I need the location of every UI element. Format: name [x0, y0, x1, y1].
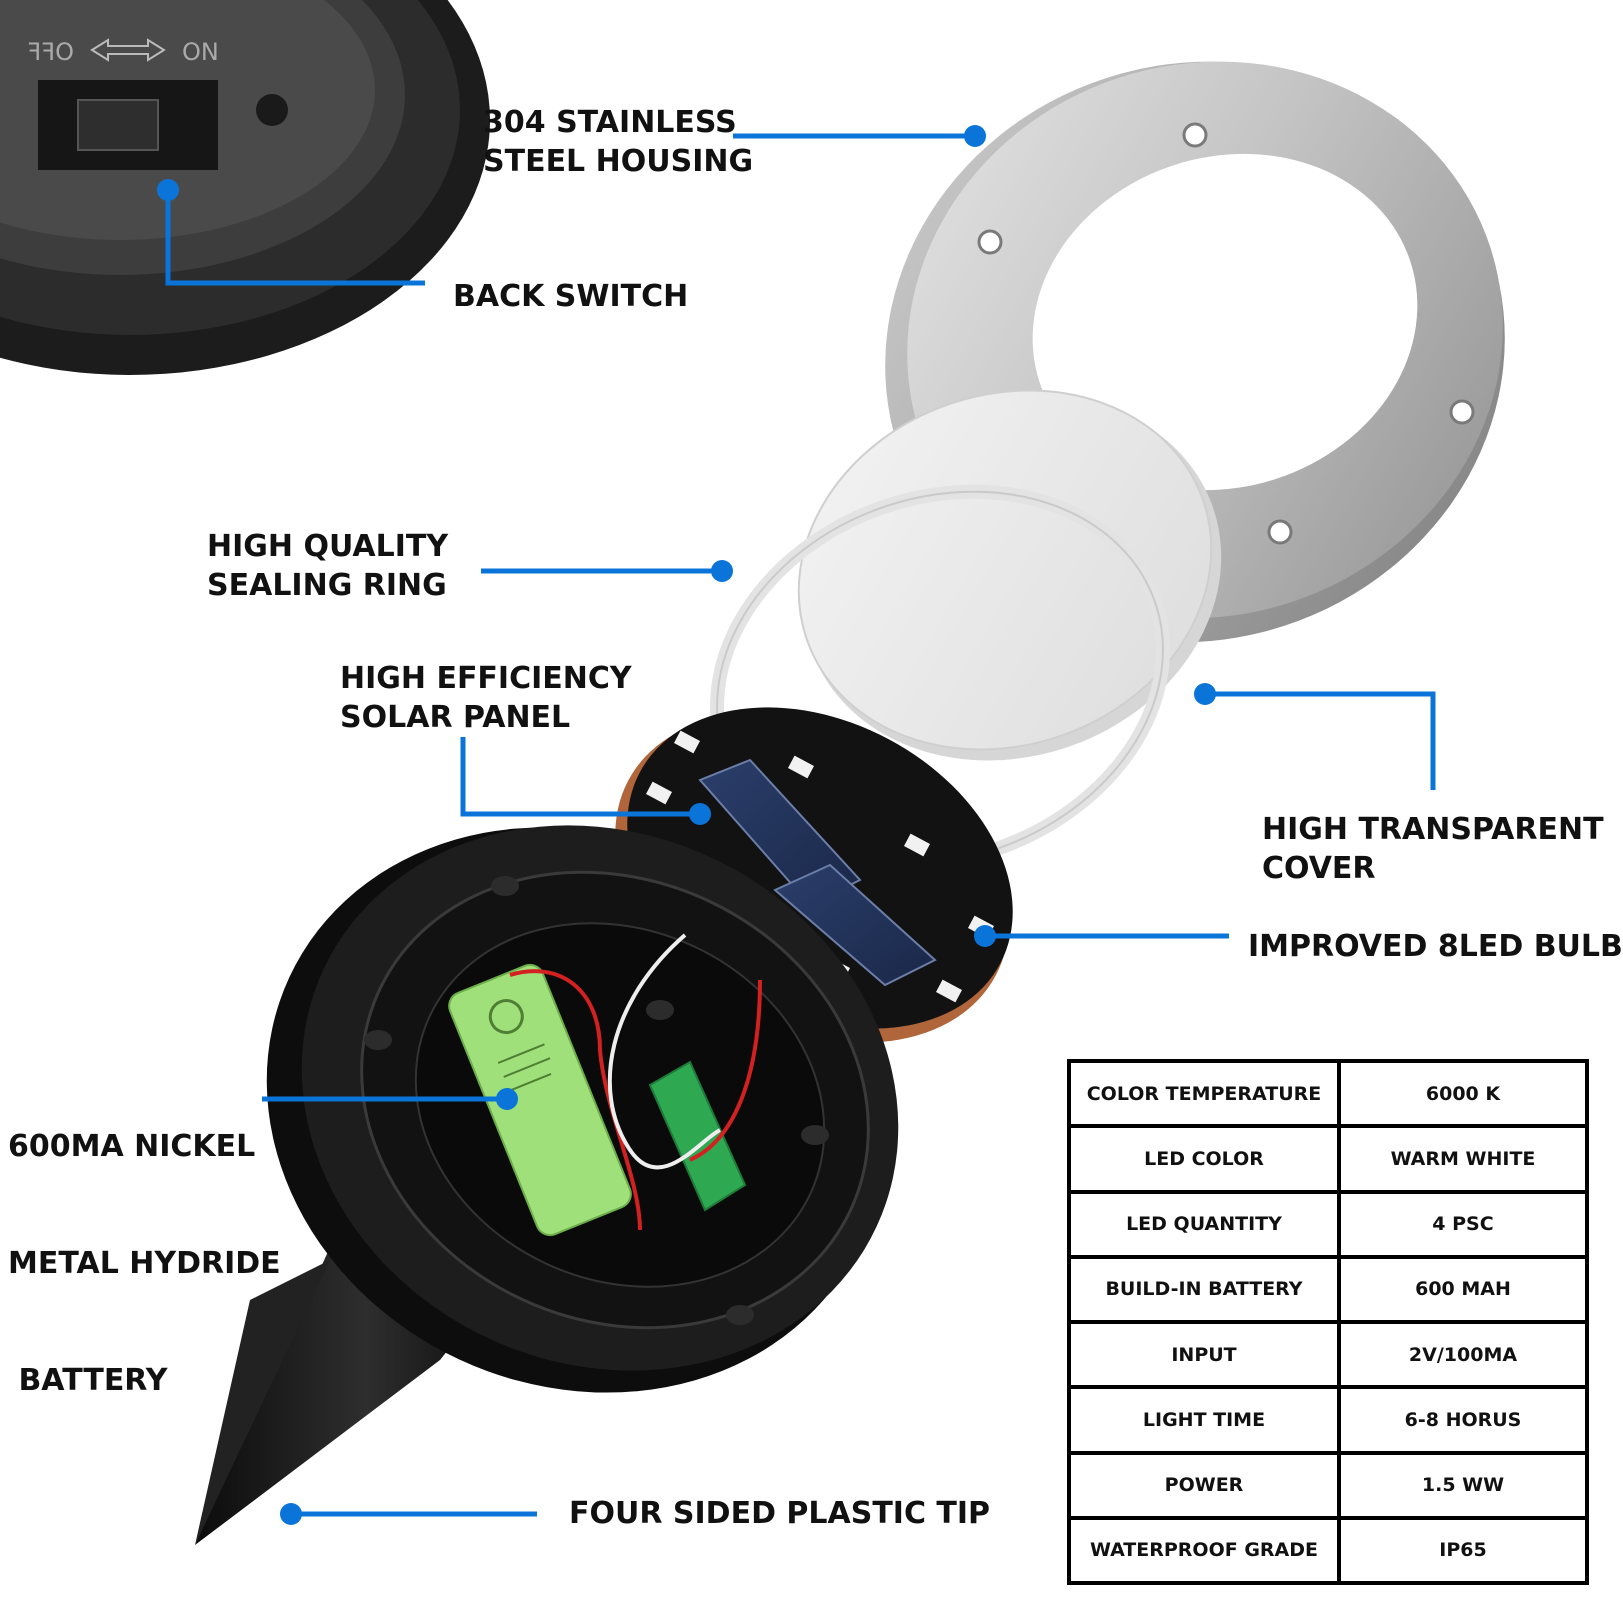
- spec-value: IP65: [1337, 1515, 1589, 1586]
- battery-print: [503, 1057, 551, 1078]
- spec-value: 6000 K: [1337, 1058, 1589, 1129]
- label-line: COVER: [1262, 851, 1376, 886]
- housing-opening: [1032, 153, 1418, 491]
- led-chip: [936, 979, 962, 1003]
- spec-row: LED QUANTITY 4 PSC: [1067, 1189, 1589, 1259]
- recycle-icon: [488, 999, 524, 1035]
- base-screw-hole: [726, 1305, 754, 1325]
- label-line: 600MA NICKEL: [8, 1129, 256, 1164]
- label-line: SEALING RING: [207, 568, 447, 603]
- solar-panel-leader: [460, 737, 700, 817]
- label-line: FOUR SIDED PLASTIC TIP: [569, 1496, 991, 1531]
- spec-value: 1.5 WW: [1337, 1450, 1589, 1520]
- led-chip: [788, 755, 814, 779]
- spec-key: LED COLOR: [1067, 1124, 1341, 1194]
- screw-hole: [256, 94, 288, 126]
- switch-on-label: ON: [182, 38, 219, 66]
- label-line: BACK SWITCH: [453, 279, 689, 314]
- label-plastic-tip: FOUR SIDED PLASTIC TIP: [569, 1494, 990, 1533]
- battery-print: [508, 1073, 552, 1092]
- housing-dot: [964, 125, 986, 147]
- spec-row: INPUT 2V/100MA: [1067, 1319, 1589, 1390]
- battery-body: [448, 963, 632, 1237]
- cover-leader: [1205, 691, 1436, 790]
- spec-row: BUILD-IN BATTERY 600 MAH: [1067, 1254, 1589, 1325]
- spec-row: WATERPROOF GRADE IP65: [1067, 1515, 1589, 1586]
- transparent-cover: [797, 389, 1222, 761]
- callout-lines: [165, 133, 1436, 1517]
- housing-screw-hole: [977, 229, 1003, 255]
- spec-value: 600 MAH: [1337, 1254, 1589, 1325]
- spec-key: INPUT: [1067, 1319, 1341, 1390]
- back-switch-leader: [165, 190, 425, 286]
- spec-key: LIGHT TIME: [1067, 1385, 1341, 1455]
- label-line: METAL HYDRIDE: [8, 1246, 281, 1281]
- spec-value: 2V/100MA: [1337, 1319, 1589, 1390]
- spec-key: BUILD-IN BATTERY: [1067, 1254, 1341, 1325]
- spec-value: 4 PSC: [1337, 1189, 1589, 1259]
- circuit-board: [648, 1060, 747, 1212]
- double-arrow-icon: [90, 38, 166, 62]
- spec-table: COLOR TEMPERATURE 6000 K LED COLOR WARM …: [1067, 1058, 1589, 1586]
- solar-panel-dot: [689, 803, 711, 825]
- base-housing: [266, 825, 899, 1393]
- label-led-bulb: IMPROVED 8LED BULB: [1248, 927, 1623, 966]
- label-sealing-ring: HIGH QUALITY SEALING RING: [207, 527, 448, 605]
- housing-screw-hole: [1267, 519, 1293, 545]
- housing-screw-hole: [1182, 122, 1208, 148]
- battery-print: [497, 1043, 545, 1064]
- base-screw-hole: [491, 876, 519, 896]
- label-steel-housing: 304 STAINLESS STEEL HOUSING: [483, 103, 753, 181]
- spec-value: WARM WHITE: [1337, 1124, 1589, 1194]
- label-battery: 600MA NICKEL METAL HYDRIDE BATTERY: [8, 1049, 281, 1478]
- white-wire: [607, 933, 721, 1170]
- label-solar-panel: HIGH EFFICIENCY SOLAR PANEL: [340, 659, 632, 737]
- led-chip: [646, 781, 672, 805]
- label-line: IMPROVED 8LED BULB: [1248, 929, 1623, 964]
- plastic-tip-dot: [280, 1503, 302, 1525]
- led-chip: [904, 833, 930, 857]
- steel-housing-ring: [885, 61, 1505, 643]
- label-line: HIGH TRANSPARENT: [1262, 812, 1604, 847]
- label-line: BATTERY: [8, 1363, 168, 1398]
- switch-slider[interactable]: [77, 99, 159, 151]
- red-wire: [509, 969, 642, 1231]
- battery-dot: [496, 1088, 518, 1110]
- spec-key: WATERPROOF GRADE: [1067, 1515, 1341, 1586]
- base-screw-hole: [646, 1000, 674, 1020]
- led-chip: [674, 730, 700, 754]
- spec-key: POWER: [1067, 1450, 1341, 1520]
- sealing-ring-dot: [711, 560, 733, 582]
- label-line: STEEL HOUSING: [483, 144, 754, 179]
- stake-blade: [195, 1260, 330, 1545]
- callout-dots: [157, 125, 1216, 1525]
- spec-key: COLOR TEMPERATURE: [1067, 1058, 1341, 1129]
- base-screw-hole: [364, 1030, 392, 1050]
- back-switch-view: OFF ON: [0, 0, 490, 375]
- led-bulb-dot: [974, 925, 996, 947]
- spec-row: LIGHT TIME 6-8 HORUS: [1067, 1385, 1589, 1455]
- label-back-switch: BACK SWITCH: [453, 277, 688, 316]
- label-transparent-cover: HIGH TRANSPARENT COVER: [1262, 810, 1604, 888]
- housing-screw-hole: [1449, 399, 1475, 425]
- spec-key: LED QUANTITY: [1067, 1189, 1341, 1259]
- battery: [448, 963, 632, 1237]
- solar-cell: [773, 863, 937, 987]
- spec-value: 6-8 HORUS: [1337, 1385, 1589, 1455]
- label-line: 304 STAINLESS: [483, 105, 737, 140]
- spec-row: POWER 1.5 WW: [1067, 1450, 1589, 1520]
- cover-face: [797, 389, 1213, 751]
- red-wire: [689, 979, 762, 1162]
- label-line: SOLAR PANEL: [340, 700, 571, 735]
- back-switch-dot: [157, 179, 179, 201]
- spec-row: LED COLOR WARM WHITE: [1067, 1124, 1589, 1194]
- label-line: HIGH QUALITY: [207, 529, 449, 564]
- base-screw-hole: [801, 1125, 829, 1145]
- switch-off-label: OFF: [28, 38, 75, 66]
- spec-row: COLOR TEMPERATURE 6000 K: [1067, 1058, 1589, 1129]
- cover-dot: [1194, 683, 1216, 705]
- label-line: HIGH EFFICIENCY: [340, 661, 632, 696]
